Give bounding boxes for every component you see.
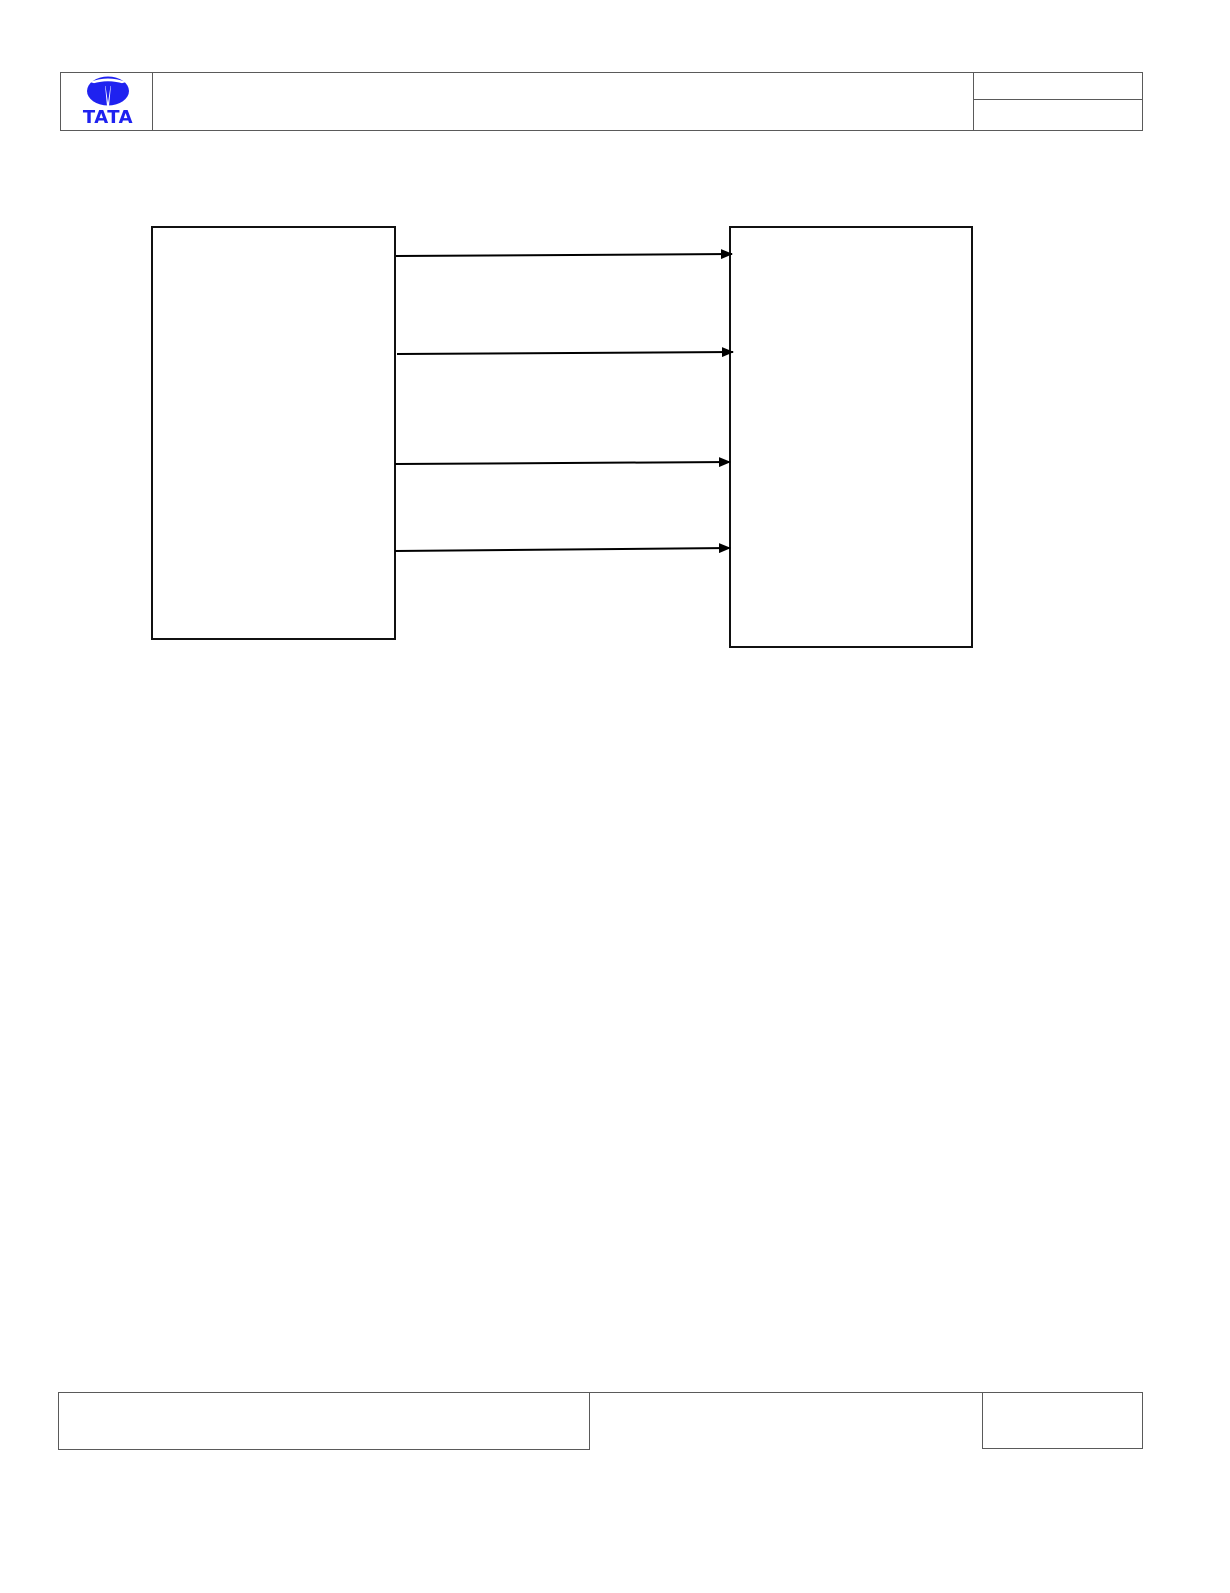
arrow-3	[394, 457, 731, 468]
footer-left-cell	[58, 1392, 590, 1450]
connector-arrows	[394, 249, 734, 554]
tata-emblem-icon	[87, 76, 129, 106]
arrow-4	[394, 543, 731, 554]
arrow-2	[396, 347, 734, 358]
tata-wordmark: TATA	[82, 107, 134, 128]
left-block	[151, 226, 396, 640]
right-block	[729, 226, 973, 648]
tata-logo: TATA	[71, 75, 145, 129]
footer-center-cell	[589, 1392, 983, 1450]
header-revision-cell	[973, 99, 1143, 131]
header-table: TATA	[60, 72, 1143, 131]
arrow-1	[395, 249, 733, 260]
header-logo-cell: TATA	[60, 72, 153, 131]
footer-right-cell	[982, 1392, 1143, 1449]
